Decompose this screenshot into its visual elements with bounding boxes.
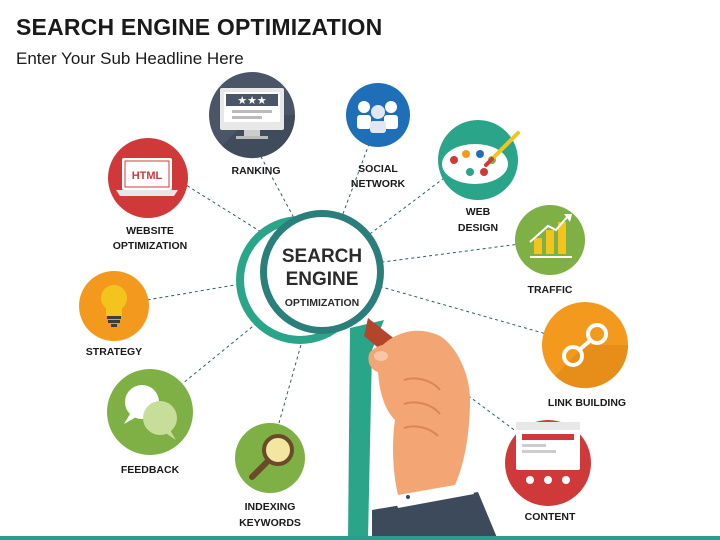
hand	[377, 330, 470, 495]
node-website: HTML WEBSITE OPTIMIZATION	[108, 138, 188, 252]
node-ranking-label: RANKING	[232, 165, 281, 177]
node-strategy: STRATEGY	[79, 271, 149, 358]
node-link-label: LINK BUILDING	[548, 397, 626, 409]
lightbulb-icon	[101, 285, 127, 327]
node-social: SOCIAL NETWORK	[346, 83, 410, 190]
palette-icon	[442, 131, 520, 184]
cuff	[392, 478, 474, 508]
bottom-accent-bar	[0, 536, 720, 540]
node-web: WEB DESIGN	[438, 120, 520, 234]
node-content: CONTENT	[505, 420, 591, 523]
html-text: HTML	[132, 170, 163, 182]
node-strategy-label: STRATEGY	[86, 346, 142, 358]
page-title: SEARCH ENGINE OPTIMIZATION	[16, 14, 383, 40]
node-social-label-1: SOCIAL	[358, 163, 398, 175]
node-content-label: CONTENT	[525, 511, 576, 523]
center-title-line1: SEARCH	[282, 246, 362, 267]
magnifier-handle	[348, 320, 384, 540]
node-indexing: INDEXING KEYWORDS	[235, 423, 305, 529]
hand-with-magnifier	[348, 318, 498, 540]
node-traffic: TRAFFIC	[515, 205, 585, 296]
center-title-line2: ENGINE	[286, 269, 359, 290]
svg-text:★★★: ★★★	[237, 94, 267, 107]
sleeve	[372, 492, 498, 540]
web-page-icon	[516, 422, 580, 484]
node-website-label-1: WEBSITE	[126, 225, 174, 237]
speech-bubbles-icon	[124, 385, 177, 440]
node-social-label-2: NETWORK	[351, 178, 406, 190]
node-ranking: ★★★ RANKING	[209, 72, 296, 177]
people-icon	[357, 101, 398, 133]
node-web-label-1: WEB	[466, 206, 491, 218]
lens-glass	[267, 217, 377, 327]
magnifier-icon	[249, 434, 294, 480]
connector-strategy	[117, 269, 323, 306]
node-indexing-label-2: KEYWORDS	[239, 517, 301, 529]
node-web-label-2: DESIGN	[458, 222, 498, 234]
node-feedback: FEEDBACK	[107, 369, 193, 476]
node-link: LINK BUILDING	[542, 302, 629, 409]
node-traffic-label: TRAFFIC	[528, 284, 573, 296]
html-laptop-icon: HTML	[116, 158, 178, 196]
bar-chart-icon	[529, 214, 572, 258]
page-subtitle: Enter Your Sub Headline Here	[16, 49, 244, 68]
monitor-stars-icon: ★★★	[220, 88, 284, 139]
node-website-label-2: OPTIMIZATION	[113, 240, 187, 252]
chain-link-icon	[562, 323, 608, 367]
center-lens: SEARCH ENGINE OPTIMIZATION	[236, 210, 384, 344]
node-feedback-label: FEEDBACK	[121, 464, 180, 476]
center-title-line3: OPTIMIZATION	[285, 297, 359, 309]
node-indexing-label-1: INDEXING	[245, 501, 296, 513]
